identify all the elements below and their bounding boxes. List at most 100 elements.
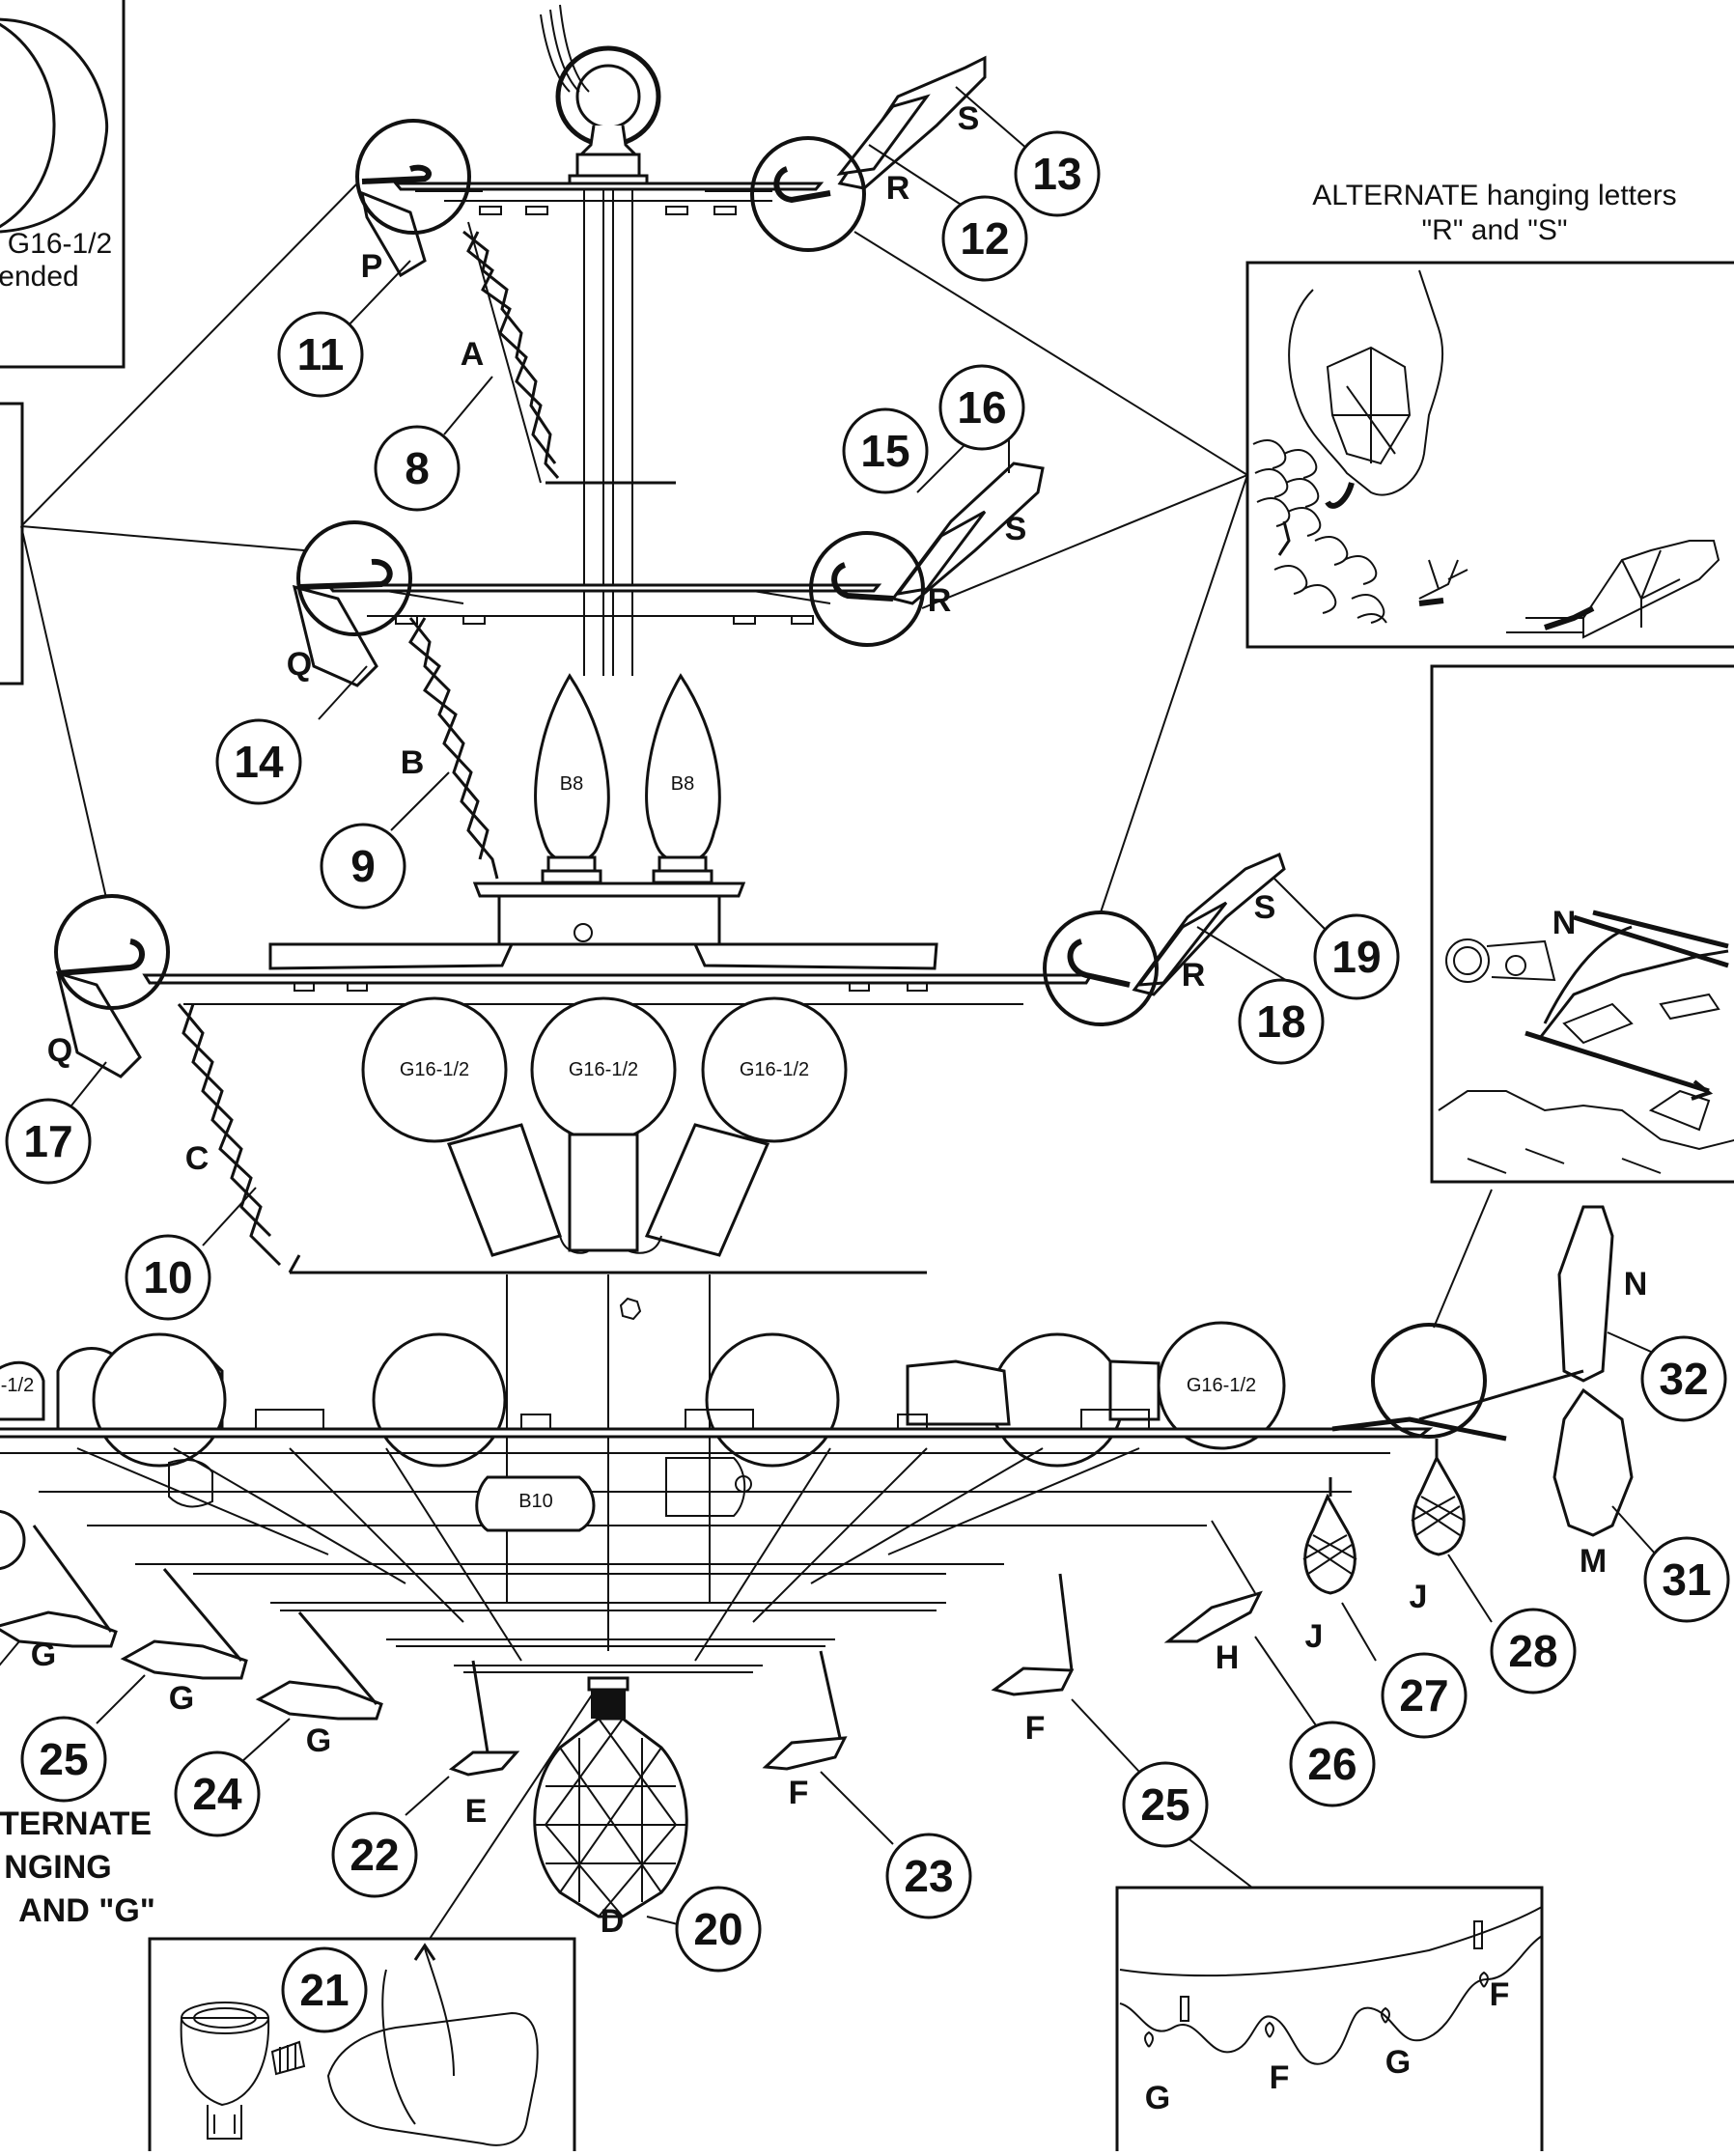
alt-hanging-caption-line2: "R" and "S" [1422, 214, 1568, 246]
bulb-label-g16-4: G16-1/2 [1187, 1375, 1256, 1396]
letter-G-right: G [306, 1722, 331, 1759]
bulb-label-b8-left: B8 [560, 773, 583, 795]
leader-n-inset [1433, 1189, 1493, 1329]
letter-G-mid: G [169, 1680, 194, 1717]
bulb-g16-1: G16-1/2 [361, 996, 508, 1143]
prism-M [1552, 1387, 1634, 1537]
svg-text:11: 11 [297, 329, 345, 379]
callout-21: 21 [281, 1946, 368, 2033]
prism-R-top [836, 94, 931, 177]
letter-P: P [361, 248, 383, 285]
svg-text:13: 13 [1032, 149, 1081, 199]
inset-letter-F1: F [1270, 2059, 1290, 2096]
chain-C [177, 1003, 301, 1274]
bulb-label-g16-1: G16-1/2 [400, 1059, 469, 1080]
inset-leader-lines [20, 182, 1248, 913]
letter-E: E [465, 1793, 488, 1830]
callout-31: 31 [1643, 1536, 1730, 1623]
letter-R-mid: R [928, 582, 952, 619]
light-bulb-icon [326, 2011, 539, 2146]
tier-2-plate [324, 583, 882, 625]
prism-F-right [991, 1666, 1075, 1696]
callout-9: 9 [320, 823, 406, 910]
svg-text:9: 9 [350, 841, 376, 891]
inset-letter-G2: G [1385, 2044, 1411, 2081]
svg-text:18: 18 [1256, 996, 1305, 1047]
letter-R-top: R [886, 170, 910, 207]
bottom-finial [587, 1676, 629, 1719]
prism-Q-upper [292, 584, 378, 687]
callout-26: 26 [1289, 1721, 1376, 1807]
callout-13: 13 [1014, 130, 1101, 217]
bulb-label-b8-right: B8 [671, 773, 694, 795]
svg-text:31: 31 [1662, 1554, 1711, 1605]
bulb-label-g16-3: G16-1/2 [740, 1059, 809, 1080]
callout-12: 12 [941, 195, 1028, 282]
bulb-g16-2: G16-1/2 [530, 996, 677, 1143]
prism-N [1557, 1205, 1614, 1383]
inset-alternate-hanging-rs [1245, 261, 1734, 649]
letter-N: N [1624, 1266, 1648, 1302]
alt-g-caption-line1: TERNATE [0, 1806, 152, 1842]
bulb-g16-3: G16-1/2 [701, 996, 848, 1143]
svg-text:23: 23 [904, 1851, 953, 1901]
letter-D: D [601, 1903, 625, 1940]
svg-text:27: 27 [1399, 1670, 1448, 1721]
crystal-ball-D [533, 1717, 688, 1918]
alt-g-caption-line2: NGING [4, 1849, 111, 1886]
svg-text:24: 24 [192, 1769, 242, 1819]
svg-text:22: 22 [350, 1830, 399, 1880]
callout-8: 8 [374, 425, 461, 512]
callout-20: 20 [675, 1886, 762, 1973]
svg-text:25: 25 [39, 1734, 88, 1784]
b8-collar [472, 882, 746, 946]
bulb-label-b10: B10 [518, 1491, 553, 1512]
tier-3-plate [142, 942, 1094, 1005]
inset-left-mid [0, 402, 24, 686]
svg-text:8: 8 [405, 443, 430, 493]
callout-28: 28 [1490, 1608, 1577, 1694]
inset-letter-F2: F [1490, 1976, 1510, 2013]
inset-gf-hanging: G F G F [1115, 1886, 1544, 2156]
letter-G-left: G [31, 1637, 56, 1673]
svg-text:26: 26 [1307, 1739, 1356, 1789]
callout-16: 16 [938, 364, 1025, 451]
prism-E [448, 1750, 520, 1777]
chandelier-canopy-ring [540, 4, 661, 190]
inset-top-left: G16-1/2 ended [0, 0, 126, 369]
callout-19: 19 [1313, 913, 1400, 1000]
letter-S-lower: S [1254, 889, 1276, 926]
bulb-outline-circle [0, 17, 109, 234]
prism-G-3 [255, 1680, 383, 1721]
letter-S-top: S [958, 100, 980, 137]
central-stem [506, 188, 711, 1651]
callout-17: 17 [5, 1098, 92, 1185]
svg-text:16: 16 [957, 382, 1006, 433]
inset-bulb-install [148, 1937, 576, 2156]
letter-F-right: F [1025, 1710, 1046, 1747]
alt-hanging-caption-line1: ALTERNATE hanging letters [1312, 180, 1676, 211]
letter-N-inset: N [1552, 905, 1577, 941]
letter-M: M [1580, 1543, 1607, 1580]
lower-tier-bulbs: G16-1/2 -1/2 [0, 1321, 1286, 1468]
svg-text:15: 15 [860, 426, 909, 476]
svg-text:10: 10 [143, 1252, 192, 1302]
bulb-b8-left: B8 [534, 673, 610, 884]
crystal-prism-icon [1582, 540, 1720, 639]
chain-A [462, 221, 676, 485]
svg-text:20: 20 [693, 1904, 742, 1954]
callout-25-left: 25 [20, 1716, 107, 1803]
lower-tier-rings: B10 [0, 1409, 1507, 1673]
svg-text:21: 21 [299, 1965, 349, 2015]
callout-10: 10 [125, 1234, 211, 1321]
leader-gf-inset [1177, 1830, 1253, 1889]
letter-F-mid: F [789, 1775, 809, 1811]
callout-15: 15 [842, 407, 929, 494]
inset-caption-line2: ended [0, 261, 79, 293]
callout-27: 27 [1381, 1652, 1468, 1739]
letter-S-mid: S [1005, 511, 1027, 547]
inset-letter-G1: G [1145, 2080, 1170, 2116]
socket-knob-icon [1445, 938, 1490, 983]
leader-bulb-inset [429, 1684, 600, 1940]
